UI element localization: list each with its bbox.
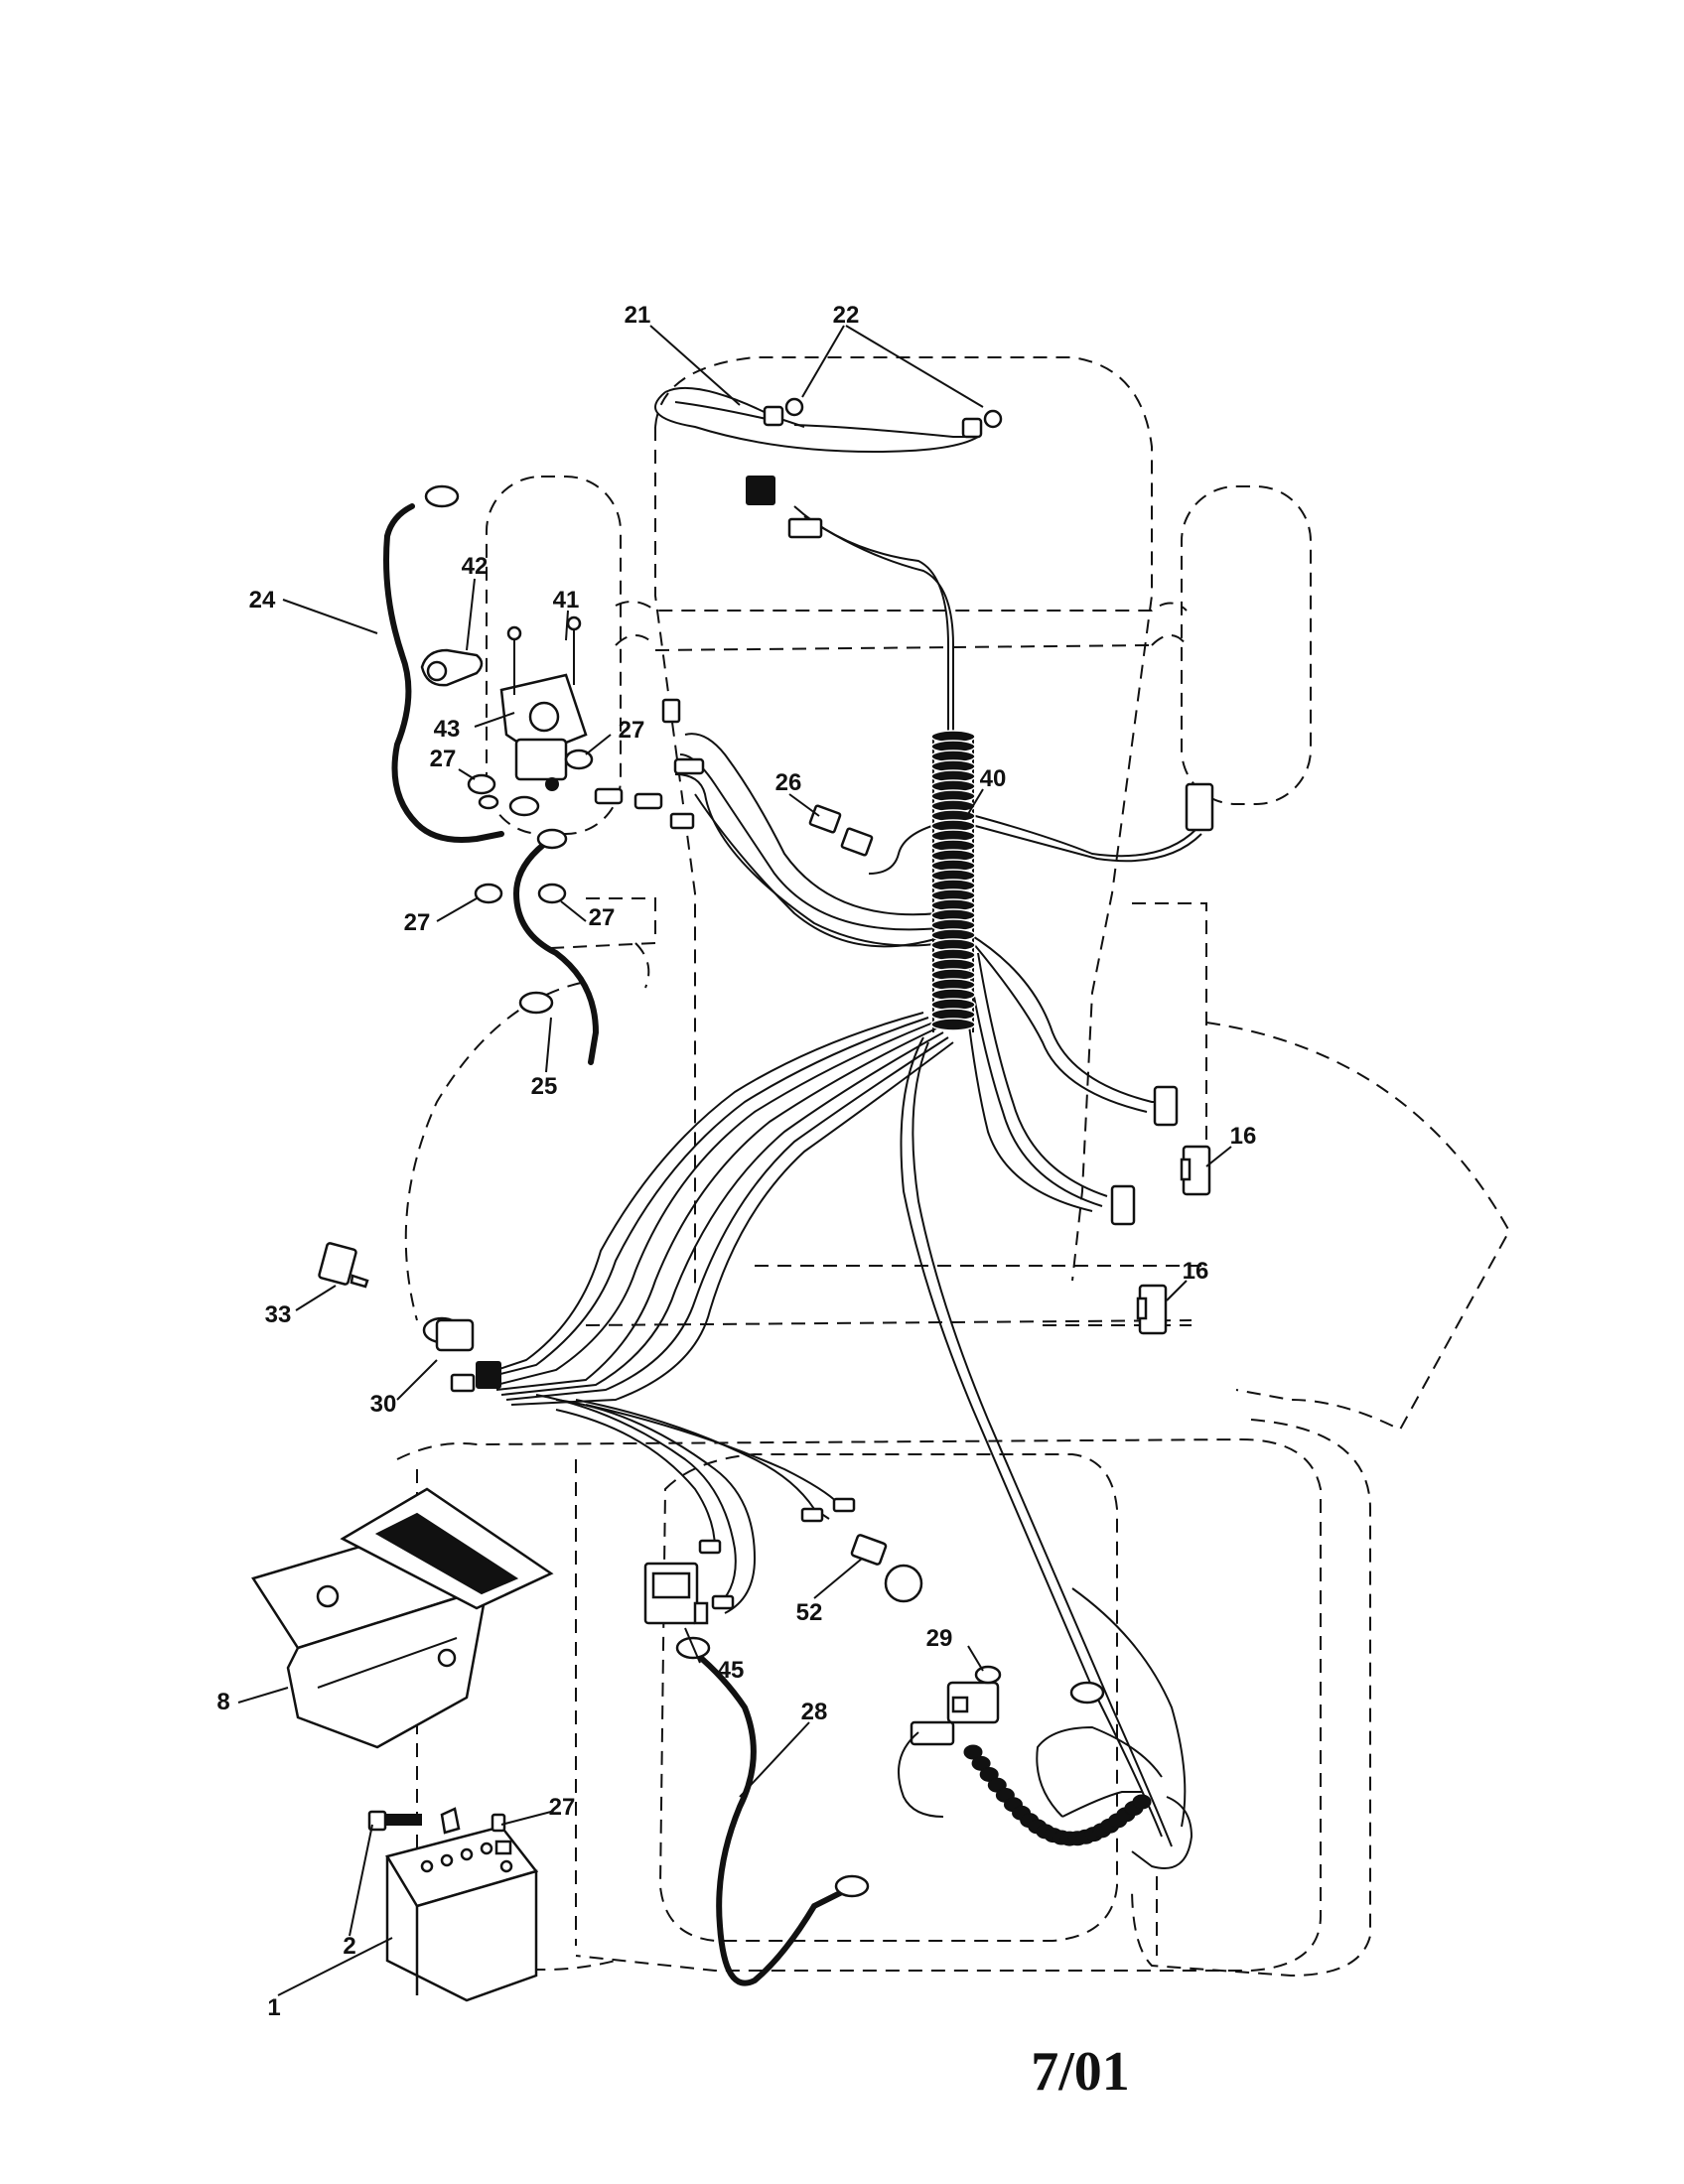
callout-40: 40 [980, 765, 1007, 792]
switch-connector [910, 1720, 955, 1746]
callout-27-c: 27 [404, 909, 431, 936]
callout-24: 24 [249, 587, 276, 614]
seat-switch [1136, 1145, 1211, 1335]
hex-nut [467, 749, 594, 904]
coil-segment [963, 1744, 983, 1760]
ignition-key [318, 1242, 369, 1289]
harness-plug [1110, 1085, 1179, 1226]
callout-labels: 21 22 24 42 41 43 27 27 27 27 26 40 25 1… [216, 302, 1256, 2021]
callout-27-a: 27 [619, 717, 645, 744]
connector-26 [808, 804, 874, 857]
callout-22: 22 [833, 302, 860, 329]
callout-25: 25 [531, 1073, 558, 1100]
pto-connector [1185, 782, 1214, 832]
callout-30: 30 [370, 1391, 397, 1418]
callout-21: 21 [625, 302, 651, 329]
coil-segment [971, 1755, 991, 1771]
headlight-connector [746, 476, 823, 539]
callout-16-b: 16 [1183, 1258, 1209, 1285]
callout-28: 28 [801, 1699, 828, 1725]
callout-26: 26 [775, 769, 802, 796]
meter-terminal [698, 1497, 856, 1610]
callout-42: 42 [462, 553, 489, 580]
main-harness [495, 386, 1202, 1869]
callout-8: 8 [216, 1689, 229, 1715]
solenoid-bolts [506, 615, 582, 695]
cable-28 [692, 1650, 847, 1986]
callout-27-e: 27 [549, 1794, 576, 1821]
callout-41: 41 [553, 587, 580, 614]
spade-connector [594, 698, 705, 830]
solenoid-boot-ring [426, 660, 448, 682]
callout-45: 45 [718, 1657, 745, 1684]
leader-lines [237, 325, 1232, 1996]
conduit [930, 730, 976, 1031]
callout-1: 1 [267, 1994, 280, 2021]
coil-segment [1132, 1794, 1152, 1810]
tractor-outline [396, 356, 1511, 1978]
callout-29: 29 [926, 1625, 953, 1652]
headlight-bulb [763, 397, 1003, 439]
battery [385, 1825, 539, 2002]
ring-terminal [424, 484, 1105, 1898]
solenoid [499, 673, 588, 791]
callout-27-b: 27 [430, 746, 457, 772]
ignition-switch [422, 1316, 501, 1393]
coiled-wire [963, 1744, 1152, 1846]
battery-tray [251, 1487, 554, 1749]
conduit-segment [930, 1018, 976, 1031]
cable-25 [512, 836, 600, 1065]
hour-meter [643, 1562, 709, 1625]
callout-2: 2 [343, 1933, 355, 1960]
cable-24 [383, 503, 504, 843]
light-bulb [850, 1534, 923, 1603]
callout-43: 43 [434, 716, 461, 743]
callout-33: 33 [265, 1301, 292, 1328]
callout-16-a: 16 [1230, 1123, 1257, 1150]
pto-switch [946, 1665, 1002, 1724]
callout-27-d: 27 [589, 904, 616, 931]
callout-52: 52 [796, 1599, 823, 1626]
battery-bolt [367, 1807, 506, 1835]
revision-date: 7/01 [1031, 2041, 1130, 2103]
